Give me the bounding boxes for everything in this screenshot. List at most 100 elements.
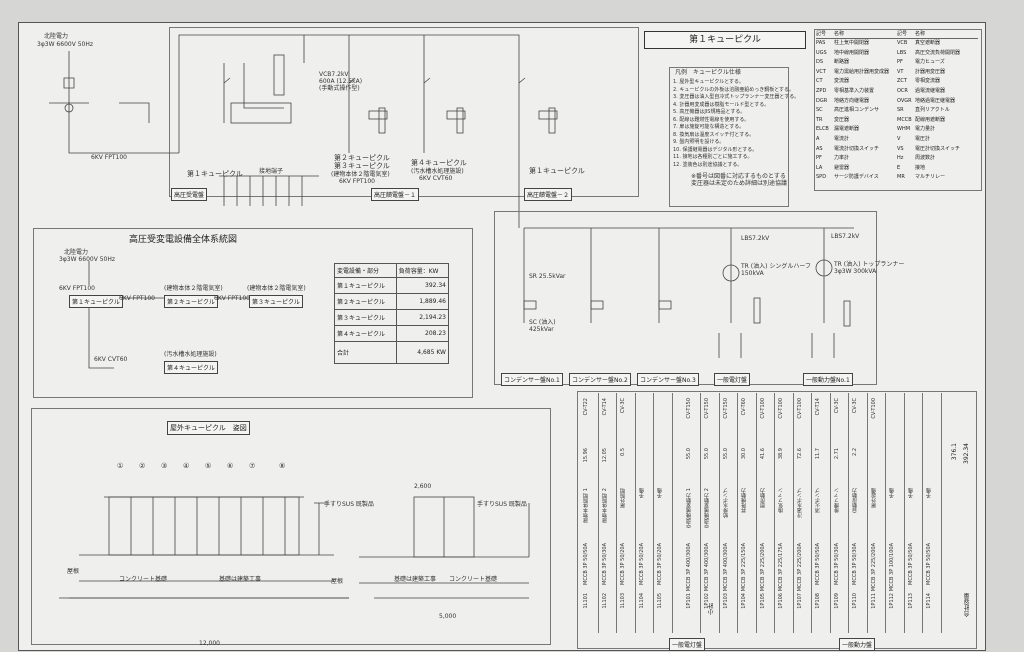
elevation-side-note-2: 屋根 (331, 578, 344, 585)
table-row: 第２キューピクル 1,889.46 (334, 293, 450, 310)
table-cell: 第２キューピクル (334, 293, 397, 310)
table-cell: CV-3C (852, 398, 858, 414)
legend-line: 1. 屋外型キューピクルとする。 (673, 79, 745, 85)
feeder1-sub-1: 第３キューピクル (334, 162, 390, 170)
symbol-cell: MCCB (897, 116, 912, 123)
table-cell: MCCB 3P 100/100A (889, 543, 895, 592)
total-label: 合計容量 (964, 593, 971, 617)
symbol-cell: 接地 (915, 164, 926, 171)
table-cell: 55.0 (685, 448, 692, 460)
tr2-spec-1: LBS7.2kV (831, 233, 860, 240)
table-cell: 1L103 (620, 593, 626, 609)
elevation-note-1: 手すりSUS 既製品 (324, 501, 374, 508)
tr1-spec-3: 150kVA (741, 270, 764, 277)
table-cell: 昇降機動力 (741, 488, 747, 513)
incoming-label-2: 3φ3W 6600V 50Hz (37, 41, 94, 48)
table-cell: MCCB 3P 225/150A (741, 543, 747, 592)
table-cell: 予備 (638, 488, 645, 498)
cubicle1-label: 第１キューピクル (187, 170, 243, 178)
symbol-cell: PF (816, 155, 822, 162)
legend-title: 凡例 キューピクル仕様 (675, 69, 741, 76)
table-cell: MCCB 3P 50/50A (907, 543, 914, 585)
elevation-side-note-1: 屋根 (67, 568, 80, 575)
table-cell: 予備 (889, 488, 895, 498)
table-cell: 1P111 (870, 593, 877, 609)
drawing-sheet: 北陸電力 3φ3W 6600V 50Hz (18, 22, 986, 651)
elevation-col-4: ④ (183, 462, 190, 470)
legend-line: 10. 保護継電器はデジタル形とする。 (673, 146, 758, 153)
symbol-cell: 電力需給用計器用変成器 (834, 68, 890, 75)
breaker-foot-label: 一般動力盤 (839, 638, 876, 651)
table-cell: 1L105 (657, 593, 663, 609)
sc-kvar-1: 425kVar (529, 326, 554, 333)
symbol-cell: ZPD (816, 87, 827, 94)
box-hv-receive: 高圧受電盤 (171, 188, 208, 201)
low-side-panel (494, 211, 877, 385)
system-cable-1: 6KV FPT100 (59, 285, 95, 292)
symbol-cell: LBS (897, 49, 907, 56)
symbol-cell: 電圧計切換スイッチ (915, 145, 961, 152)
system-node-note-2: (建物本体２階電気室) (247, 285, 306, 292)
table-row: 第４キューピクル 208.23 (334, 325, 450, 342)
table-cell: CV-T100 (759, 398, 766, 419)
symbol-cell: VCB (897, 40, 908, 46)
table-cell: MCCB 3P 400/300A (685, 543, 692, 592)
panel-lighting: 一般電灯盤 (714, 373, 751, 386)
table-cell: CV-T150 (722, 398, 729, 419)
table-cell: 11.7 (815, 448, 821, 460)
symbol-cell: マルチリレー (915, 174, 946, 181)
sr-spec-1: SR 25.5kVar (529, 273, 566, 280)
table-row: 第３キューピクル 2,194.23 (334, 309, 450, 326)
symbol-cell: 零相変流器 (915, 78, 941, 85)
table-cell: 消火ポンプ (815, 488, 821, 513)
symbol-cell: サージ防護デバイス (834, 174, 879, 181)
legend-line: 12. 塗装色は別途協議とする。 (673, 161, 743, 168)
symbol-cell: 電力量計 (915, 126, 936, 133)
symbol-head: 名称 (834, 31, 845, 37)
table-cell: MCCB 3P 50/30A (852, 543, 858, 585)
table-cell: 厨房動力 (759, 488, 766, 508)
table-cell: 1P101 (685, 593, 692, 609)
table-cell: 55.0 (722, 448, 729, 460)
table-cell: 建物本体照明 1 (583, 488, 589, 523)
elevation-col-6: ⑥ (227, 462, 234, 470)
elevation-col-8: ⑧ (279, 462, 286, 470)
symbol-cell: 配線用遮断器 (915, 116, 946, 123)
symbol-cell: SPD (816, 174, 827, 181)
table-cell: 2.2 (852, 448, 858, 456)
symbol-cell: 電圧計 (915, 135, 931, 142)
table-cell: MCCB 3P 225/200A (796, 543, 803, 592)
symbol-cell: 電力ヒューズ (915, 59, 945, 66)
feeder1-sub-3: 6KV FPT100 (339, 178, 375, 185)
symbol-cell: DGR (816, 97, 828, 104)
table-cell: 予備 (657, 488, 663, 498)
table-cell: 1P109 (833, 593, 840, 609)
elevation-col-5: ⑤ (205, 462, 212, 470)
feeder3-name: 第１キューピクル (529, 167, 585, 175)
symbol-cell: E (897, 164, 901, 171)
table-cell: 1P105 (759, 593, 766, 609)
feeder1-name: 第２キューピクル (334, 154, 390, 162)
table-cell: MCCB 3P 400/300A (704, 543, 710, 592)
symbol-cell: AS (816, 145, 823, 152)
legend-panel (669, 67, 789, 207)
panel-capacitor-2: コンデンサー盤No.2 (569, 373, 631, 386)
table-cell: 1P103 (722, 593, 729, 609)
symbol-cell: Hz (897, 155, 904, 162)
system-node-3: 第３キューピクル (249, 295, 303, 308)
table-row: 第１キューピクル 392.34 (334, 277, 450, 294)
table-cell: 建物本体照明 2 (601, 488, 608, 523)
table-cell: MCCB 3P 50/50A (583, 543, 589, 585)
feeder2-sub-1: (汚水槽水処理施設) (411, 168, 464, 175)
table-cell: MCCB 3P 50/50A (926, 543, 932, 585)
